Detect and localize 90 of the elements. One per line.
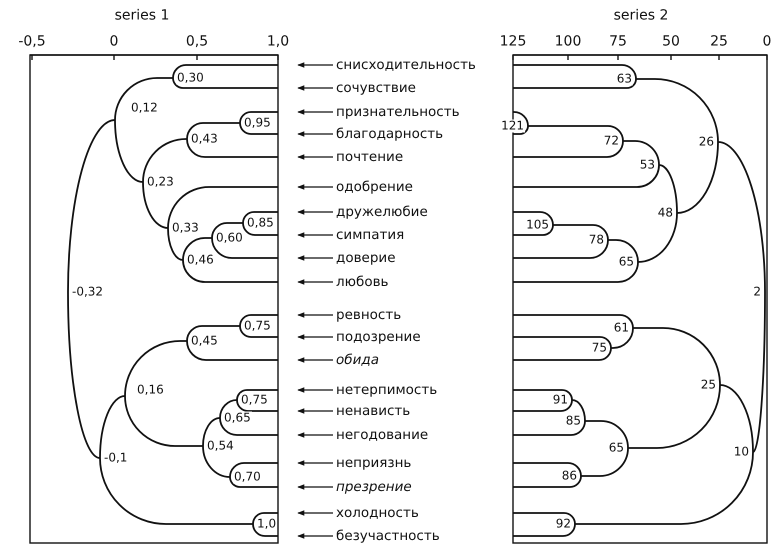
term-label: любовь	[336, 274, 388, 290]
cluster-value: 0,85	[246, 216, 275, 230]
cluster-value: 91	[552, 394, 569, 406]
cluster-value: 0,54	[206, 440, 235, 452]
arrow	[297, 154, 333, 160]
arrow	[297, 533, 333, 539]
term-label: почтение	[336, 149, 404, 165]
term-label: снисходительность	[336, 57, 476, 73]
cluster-value: 63	[616, 72, 633, 86]
cluster-value: 0,95	[243, 116, 272, 130]
cluster-value: 0,33	[171, 222, 200, 234]
arrow	[297, 255, 333, 261]
cluster-value: 78	[588, 234, 605, 246]
axis-tick-label: 0	[762, 36, 772, 48]
term-label: доверие	[336, 250, 396, 266]
axis-tick-label: 1,0	[266, 36, 290, 48]
arrow	[297, 312, 333, 318]
axis-tick-label: 25	[709, 36, 729, 48]
term-label: нетерпимость	[336, 382, 438, 398]
term-label: одобрение	[336, 179, 413, 195]
cluster-value: -0,32	[71, 286, 104, 298]
cluster-value: 0,60	[215, 232, 244, 244]
cluster-value: 86	[560, 470, 578, 482]
cluster-value: 10	[732, 446, 750, 458]
cluster-value: 0,75	[240, 394, 269, 406]
arrow	[297, 109, 333, 115]
arrow	[297, 232, 333, 238]
arrow	[297, 279, 333, 285]
term-label: неприязнь	[336, 455, 412, 471]
arrow	[297, 432, 333, 438]
axis-tick-label: 75	[608, 36, 628, 48]
arrow	[297, 510, 333, 516]
term-label: дружелюбие	[336, 204, 428, 220]
cluster-value: 0,45	[190, 334, 219, 348]
cluster-value: 53	[638, 158, 656, 172]
arrow	[297, 387, 333, 393]
cluster-value: 92	[554, 518, 572, 530]
cluster-value: 0,65	[223, 412, 252, 424]
cluster-value: -0,1	[103, 452, 128, 464]
term-label: негодование	[336, 427, 428, 443]
arrow	[297, 184, 333, 190]
cluster-value: 0,75	[243, 320, 272, 332]
term-label: благодарность	[336, 126, 444, 142]
axis-tick-label: 50	[661, 36, 681, 48]
arrow	[297, 131, 333, 137]
term-label: симпатия	[336, 227, 404, 243]
axis-tick-label: -0,5	[17, 36, 47, 48]
term-label: подозрение	[336, 329, 421, 345]
arrow	[297, 85, 333, 91]
cluster-value: 48	[656, 206, 674, 220]
cluster-value: 0,70	[233, 470, 262, 484]
cluster-value: 75	[590, 342, 608, 354]
cluster-value: 26	[698, 136, 715, 148]
cluster-value: 25	[700, 378, 717, 392]
term-label: ревность	[336, 307, 402, 323]
cluster-value: 61	[612, 322, 630, 334]
cluster-value: 72	[602, 134, 620, 148]
arrow	[297, 484, 333, 490]
cluster-value: 1,0	[256, 518, 278, 530]
cluster-value: 105	[525, 218, 550, 232]
arrow	[297, 209, 333, 215]
arrow	[297, 460, 333, 466]
term-label: обида	[336, 352, 379, 368]
axis-tick-label: 100	[554, 36, 582, 48]
cluster-value: 65	[608, 442, 625, 454]
cluster-value: 85	[564, 414, 582, 428]
axis-title: series 1	[114, 10, 170, 22]
axis-tick-label: 125	[498, 36, 528, 48]
axis-tick-label: 0	[108, 36, 120, 48]
cluster-value: 121	[500, 120, 525, 132]
axis-title: series 2	[612, 10, 670, 22]
cluster-value: 0,46	[186, 254, 215, 266]
term-label: презрение	[336, 479, 412, 495]
cluster-value: 0,43	[190, 132, 219, 146]
cluster-value: 0,16	[136, 384, 165, 396]
cluster-value: 2	[752, 286, 762, 298]
term-label: сочувствие	[336, 80, 416, 96]
cluster-value: 65	[618, 256, 635, 268]
cluster-value: 0,12	[130, 102, 159, 114]
cluster-value: 0,23	[146, 176, 175, 188]
arrow	[297, 334, 333, 340]
arrow	[297, 408, 333, 414]
term-label: безучастность	[336, 528, 440, 544]
axis-tick-label: 0,5	[184, 36, 210, 48]
term-label: ненависть	[336, 403, 410, 419]
cluster-value: 0,30	[176, 72, 205, 84]
arrow	[297, 357, 333, 363]
arrow	[297, 62, 333, 68]
term-label: холодность	[336, 505, 419, 521]
term-label: признательность	[336, 104, 460, 120]
